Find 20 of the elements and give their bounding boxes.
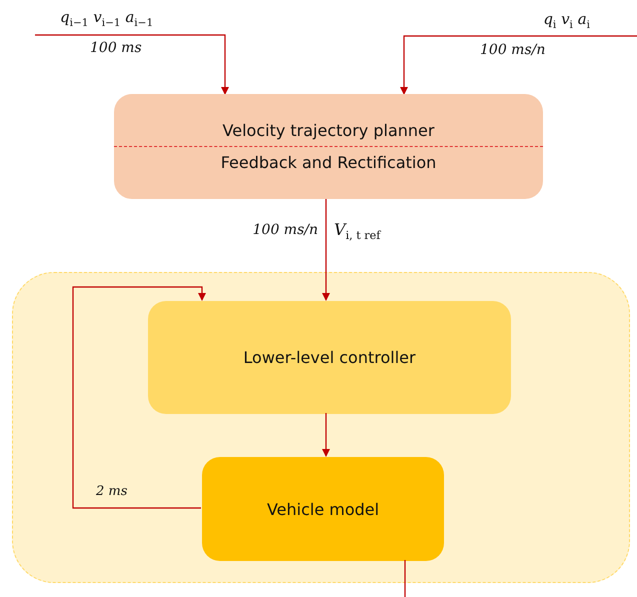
arrow — [322, 199, 330, 301]
arrow — [35, 34, 229, 95]
timing-label: 100 ms/n — [252, 222, 318, 238]
arrow — [72, 286, 206, 509]
edge-label: q$_{i−1}$ v$_{i−1}$ a$_{i−1}$ — [60, 8, 154, 30]
group-container — [12, 272, 630, 583]
arrow — [322, 413, 330, 457]
timing-label: 100 ms — [90, 40, 143, 56]
block-text: Feedback and Rectification — [220, 152, 438, 174]
planner-box — [114, 94, 543, 199]
block-label: Vehicle model — [266, 498, 380, 520]
edge-label: 2 ms — [96, 484, 128, 500]
timing-label: 100 ms/n — [480, 42, 546, 58]
controller-box — [148, 301, 511, 414]
model-box — [202, 457, 444, 561]
edge-label: V$_{i, t ref}$ — [334, 220, 382, 243]
edge-label: q$_{i}$ v$_{i}$ a$_{i}$ — [542, 10, 590, 32]
block-text: Velocity trajectory planner — [222, 120, 436, 142]
arrow — [400, 35, 637, 95]
block-label: Lower-level controller — [242, 347, 417, 369]
